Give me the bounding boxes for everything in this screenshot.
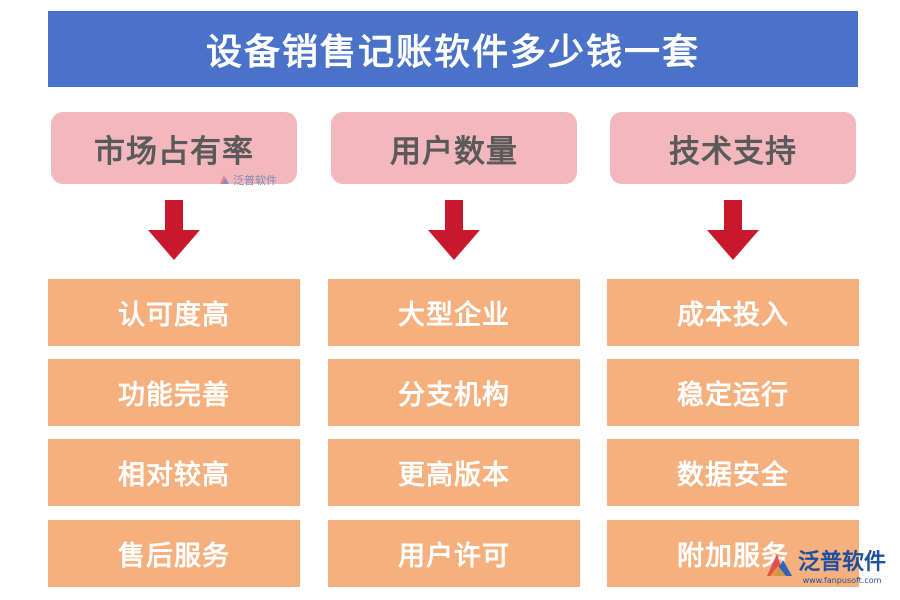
list-item-label: 相对较高 <box>118 460 230 491</box>
list-item: 成本投入 <box>607 279 859 346</box>
column-tech-support: 技术支持 成本投入 稳定运行 数据安全 附加服务 <box>607 0 859 600</box>
list-item: 分支机构 <box>328 359 580 426</box>
list-item-label: 售后服务 <box>118 541 230 572</box>
down-arrow-icon <box>707 200 759 260</box>
list-item-label: 附加服务 <box>677 541 789 572</box>
column-header: 市场占有率 <box>51 112 297 184</box>
page-title: 设备销售记账软件多少钱一套 <box>205 32 700 73</box>
watermark-logo-text: 泛普软件 <box>798 550 887 575</box>
column-header: 用户数量 <box>331 112 577 184</box>
list-item: 大型企业 <box>328 279 580 346</box>
list-item-label: 大型企业 <box>398 300 510 331</box>
watermark-small: 泛普软件 <box>218 172 277 188</box>
list-item: 认可度高 <box>48 279 300 346</box>
list-item-label: 分支机构 <box>398 380 510 411</box>
list-item: 附加服务 <box>607 520 859 587</box>
list-item-label: 稳定运行 <box>677 380 789 411</box>
list-item: 售后服务 <box>48 520 300 587</box>
column-header-label: 市场占有率 <box>94 133 254 170</box>
list-item-label: 用户许可 <box>398 541 510 572</box>
down-arrow-icon <box>148 200 200 260</box>
list-item-label: 更高版本 <box>398 460 510 491</box>
column-header-label: 技术支持 <box>669 133 797 170</box>
column-header: 技术支持 <box>610 112 856 184</box>
watermark-small-text: 泛普软件 <box>233 174 277 187</box>
list-item: 用户许可 <box>328 520 580 587</box>
column-market-share: 市场占有率 认可度高 功能完善 相对较高 售后服务 <box>48 0 300 600</box>
title-banner: 设备销售记账软件多少钱一套 <box>48 11 858 87</box>
watermark-logo: 泛普软件 www.fanpusoft.com <box>764 550 886 586</box>
list-item: 更高版本 <box>328 439 580 506</box>
column-user-count: 用户数量 大型企业 分支机构 更高版本 用户许可 <box>328 0 580 600</box>
watermark-logo-url: www.fanpusoft.com <box>802 576 882 585</box>
column-header-label: 用户数量 <box>390 133 518 170</box>
list-item-label: 认可度高 <box>118 300 230 331</box>
list-item-label: 功能完善 <box>118 380 230 411</box>
logo-icon <box>767 554 792 576</box>
list-item: 数据安全 <box>607 439 859 506</box>
logo-icon <box>220 175 229 184</box>
list-item: 功能完善 <box>48 359 300 426</box>
list-item: 相对较高 <box>48 439 300 506</box>
list-item-label: 数据安全 <box>677 460 789 491</box>
list-item: 稳定运行 <box>607 359 859 426</box>
list-item-label: 成本投入 <box>677 300 789 331</box>
down-arrow-icon <box>428 200 480 260</box>
